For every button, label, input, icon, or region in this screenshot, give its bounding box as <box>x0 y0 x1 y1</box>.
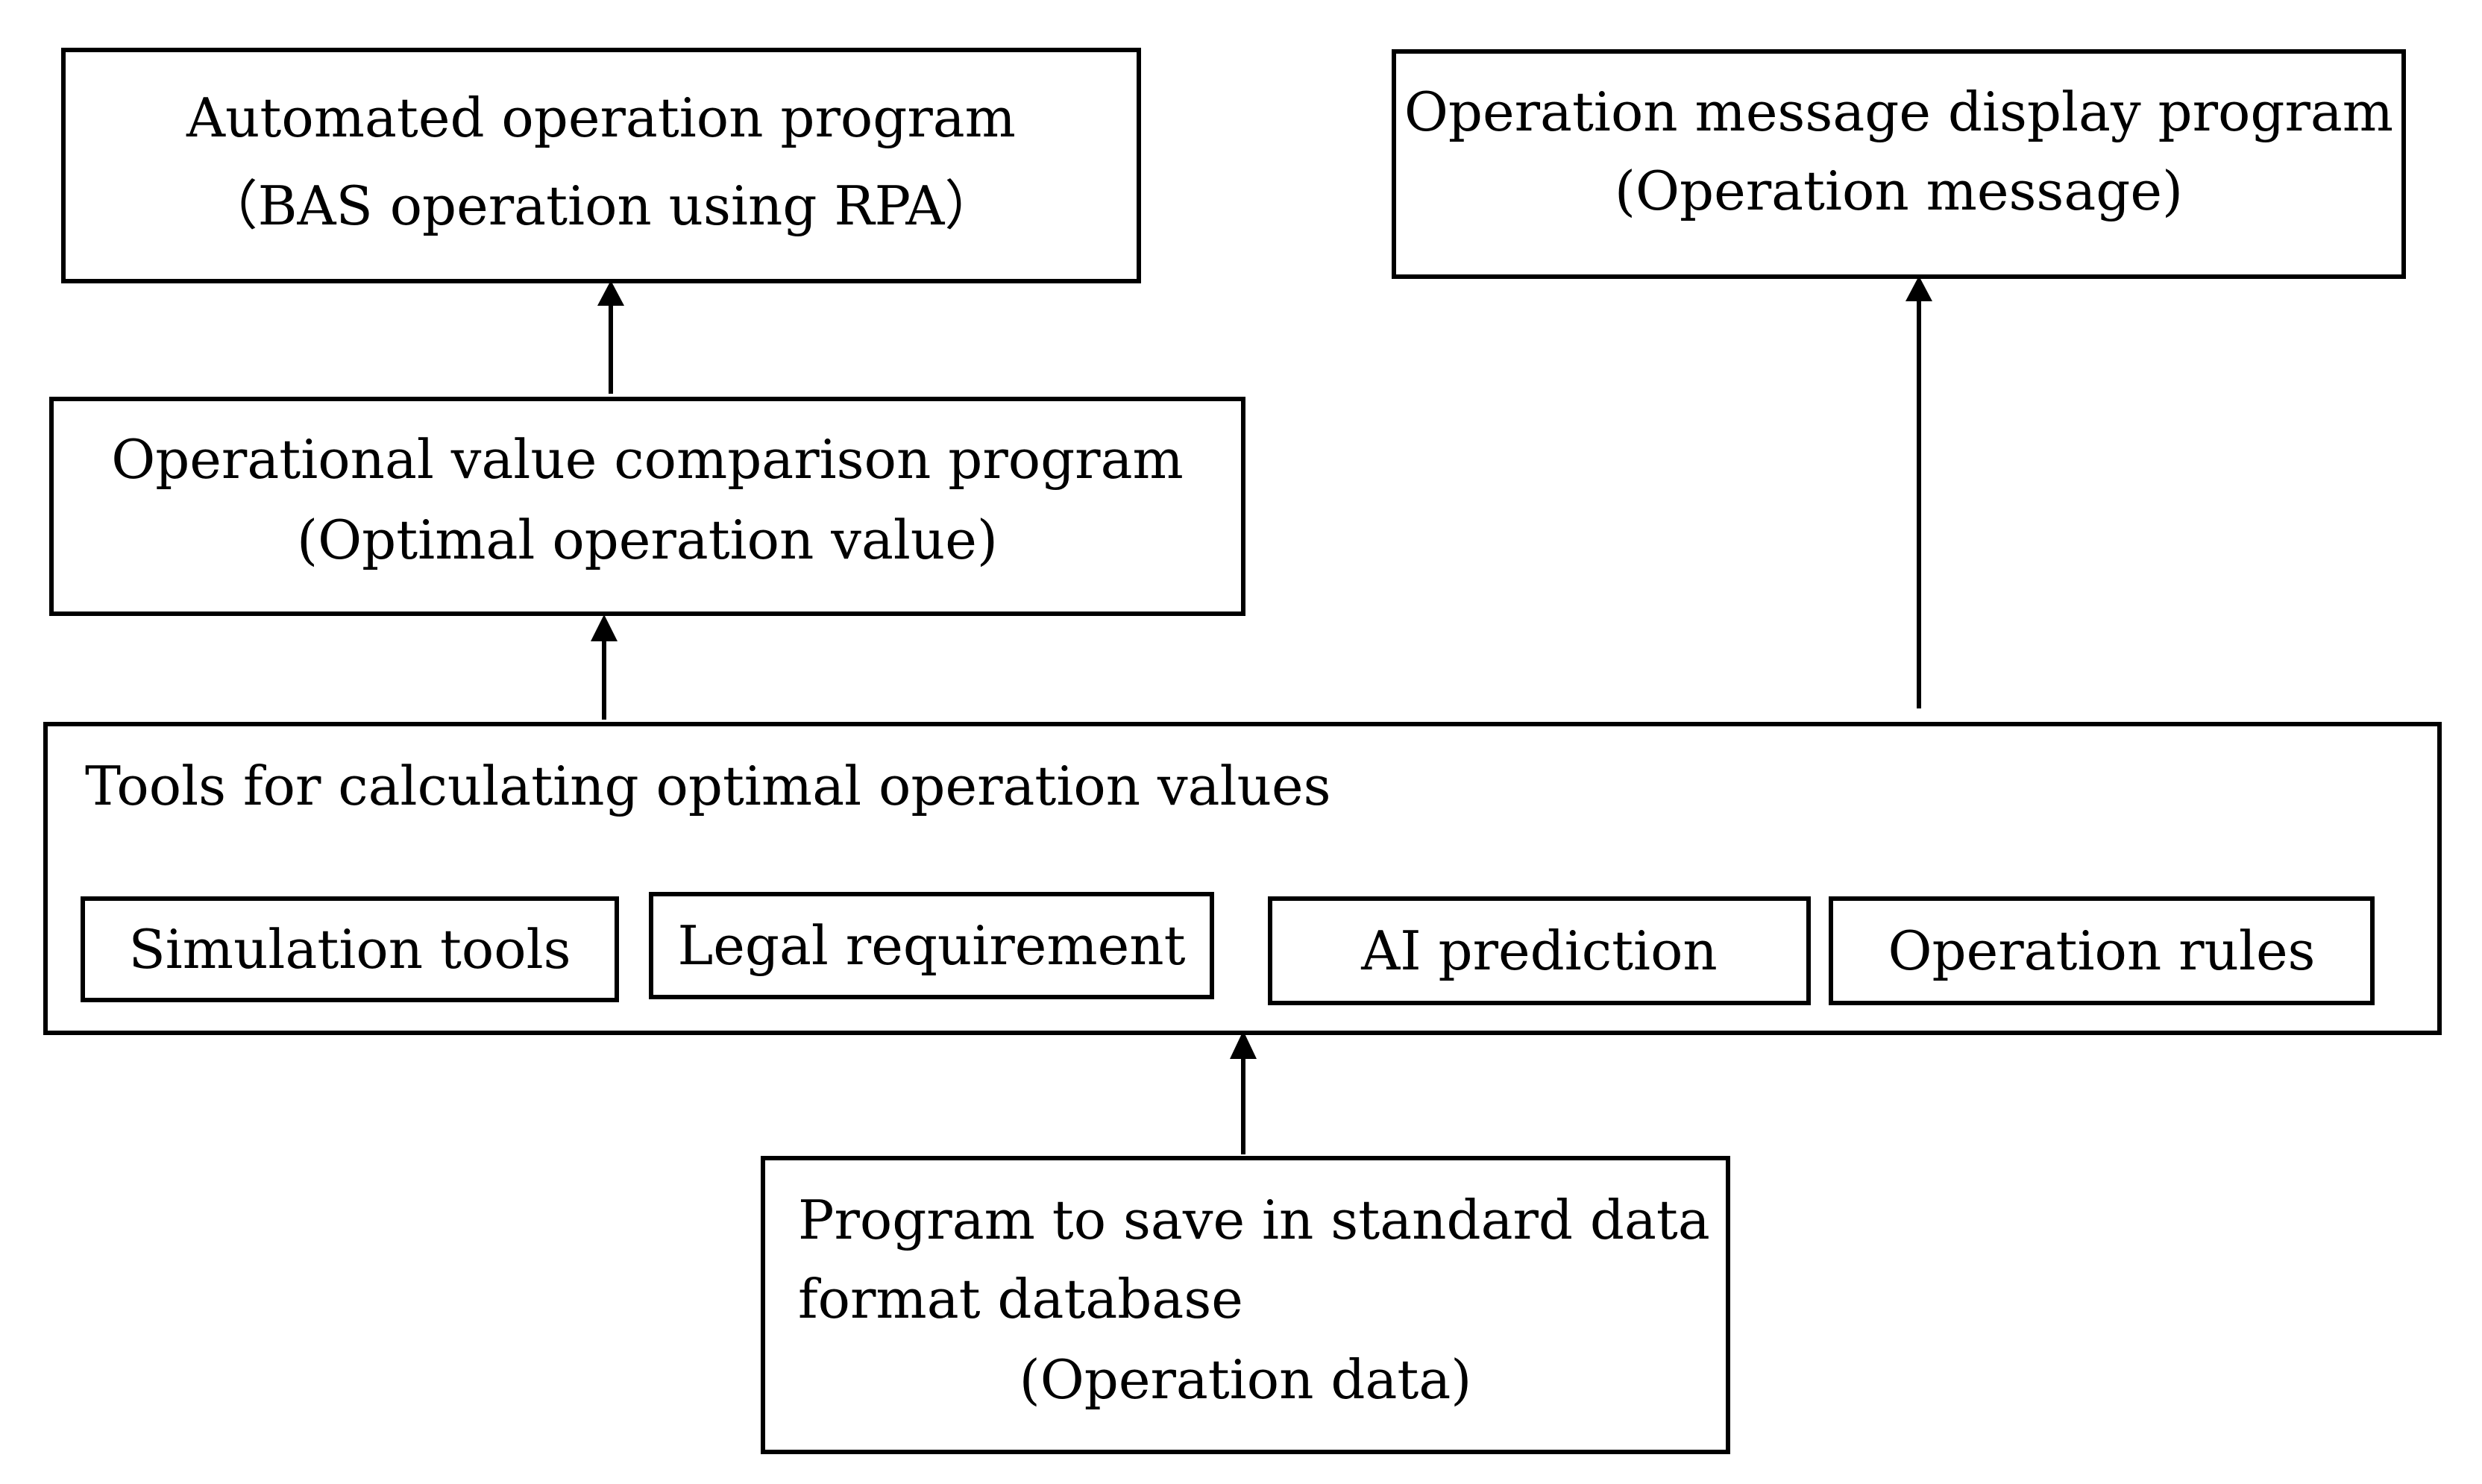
tools-for-calculating-box: Tools for calculating optimal operation … <box>43 722 2442 1035</box>
tool-legal-requirement: Legal requirement <box>649 892 1214 999</box>
database-box-line1: Program to save in standard data <box>798 1189 1710 1251</box>
tool-ai-prediction: AI prediction <box>1268 896 1811 1005</box>
tools-box-title: Tools for calculating optimal operation … <box>85 755 1331 817</box>
arrow-database-to-tools <box>1230 1031 1257 1154</box>
arrow-comparison-to-automated <box>597 280 624 394</box>
comparison-box-title: Operational value comparison program <box>111 428 1184 491</box>
database-box-line3: (Operation data) <box>1019 1348 1472 1411</box>
comparison-box-subtitle: (Optimal operation value) <box>297 509 998 571</box>
message-box-subtitle: (Operation message) <box>1614 160 2184 222</box>
automated-box-subtitle: （BAS operation using RPA） <box>204 175 999 237</box>
arrow-tools-to-message <box>1906 276 1932 708</box>
database-program-box: Program to save in standard data format … <box>761 1156 1730 1454</box>
automated-operation-program-box: Automated operation program （BAS operati… <box>61 48 1141 283</box>
automated-box-title: Automated operation program <box>186 87 1016 149</box>
arrow-tools-to-comparison <box>591 614 618 720</box>
tool-simulation-tools: Simulation tools <box>81 896 619 1002</box>
operational-value-comparison-box: Operational value comparison program (Op… <box>49 397 1245 616</box>
message-box-title: Operation message display program <box>1404 81 2394 143</box>
tool-operation-rules: Operation rules <box>1829 896 2375 1005</box>
operation-message-display-box: Operation message display program (Opera… <box>1392 49 2406 279</box>
database-box-line2: format database <box>798 1268 1243 1330</box>
